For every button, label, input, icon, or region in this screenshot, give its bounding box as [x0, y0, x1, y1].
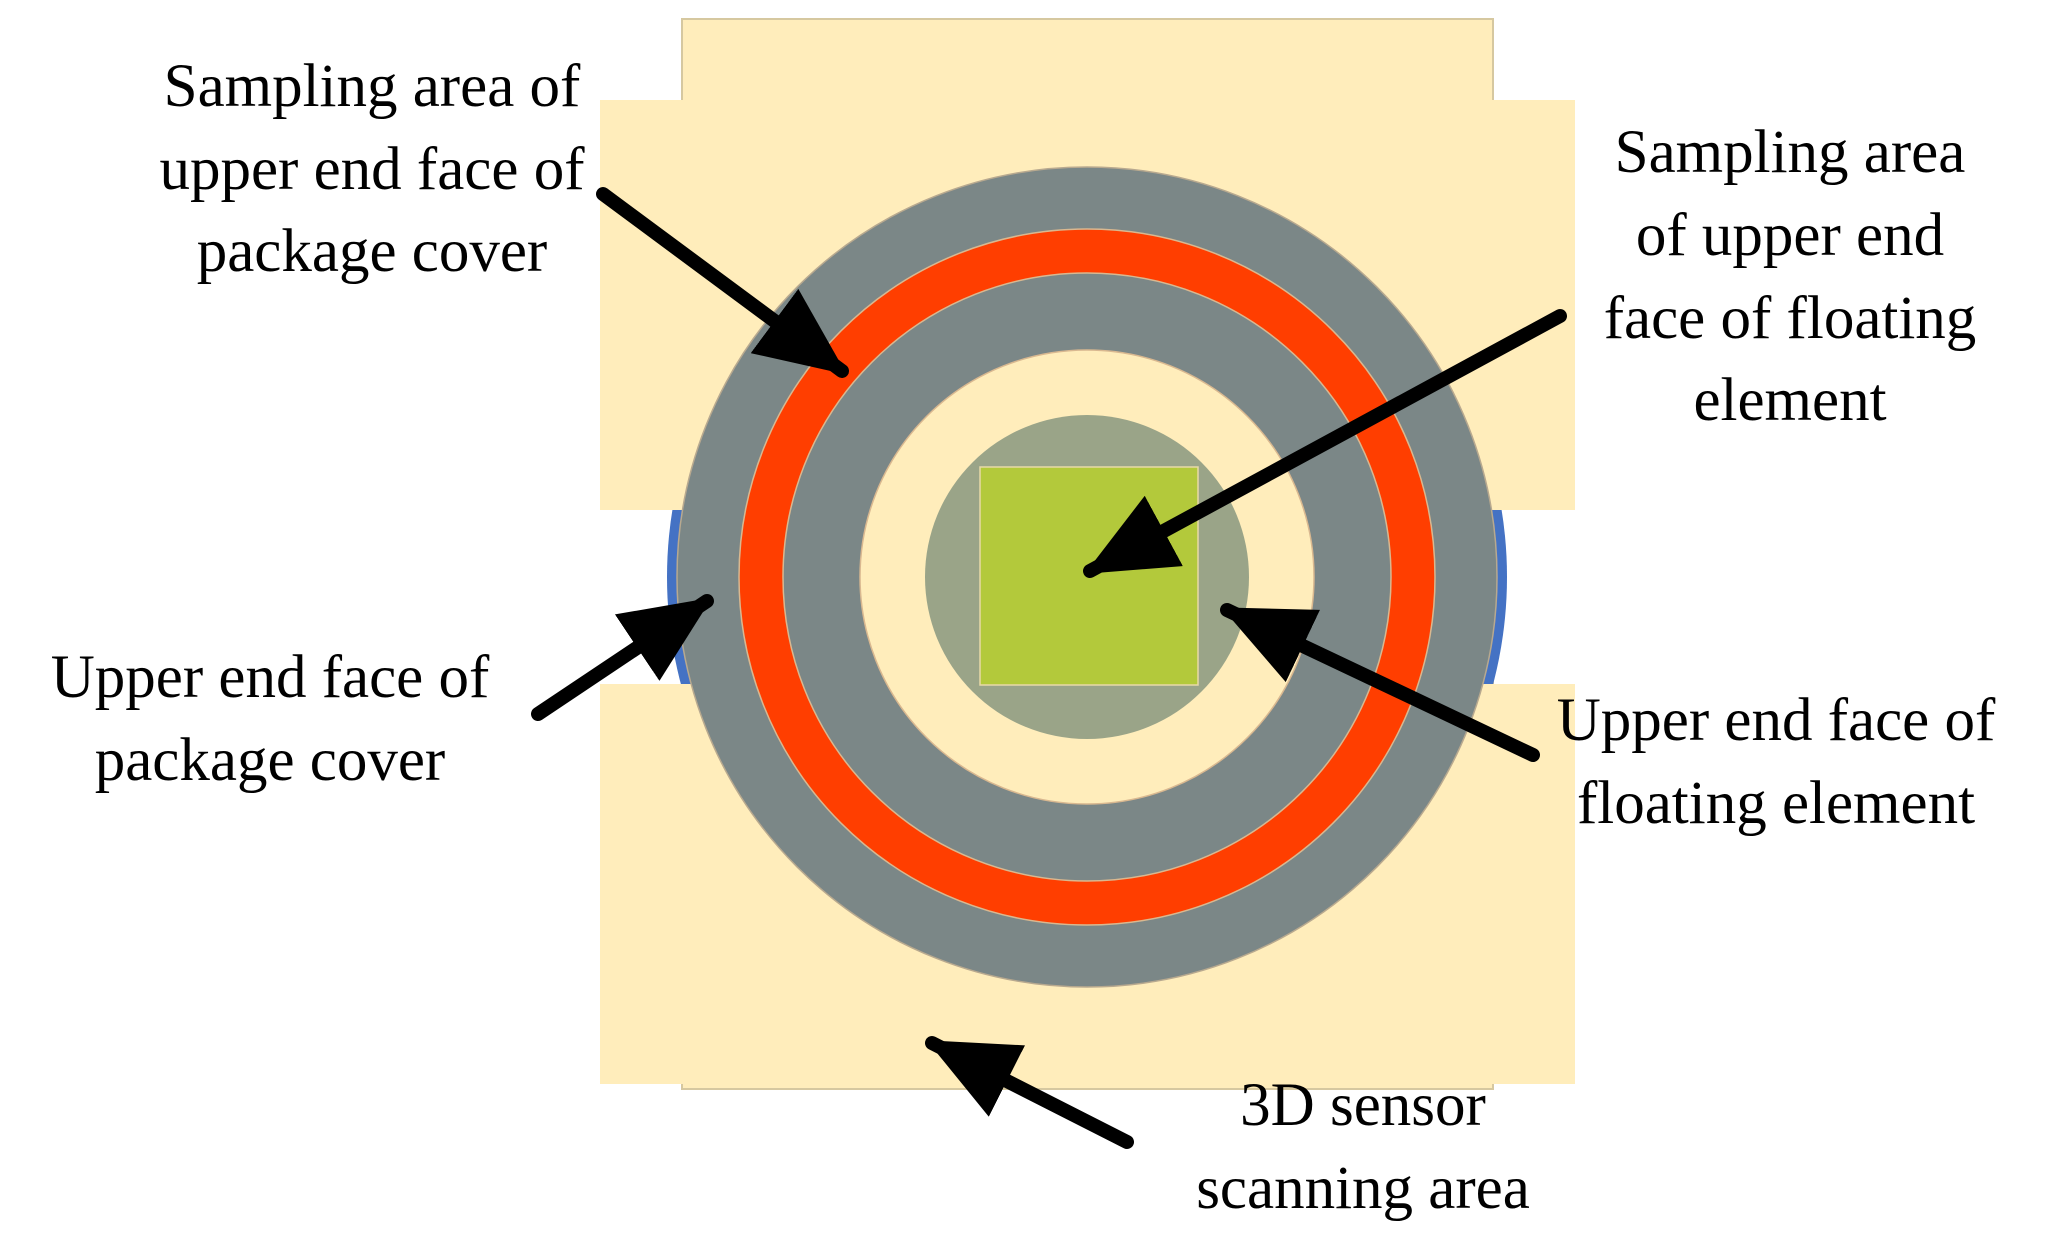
label-line: package cover	[95, 727, 446, 794]
label-line: Sampling area of	[164, 53, 581, 120]
label-upper-end-face-floating-element: Upper end face of floating element	[1557, 687, 1996, 837]
label-line: upper end face of	[159, 136, 585, 203]
arrow-package-cover-face	[531, 594, 714, 721]
label-line: of upper end	[1636, 202, 1944, 269]
label-line: Upper end face of	[1557, 687, 1996, 754]
arrow-sampling-package-cover	[596, 187, 849, 378]
arrow-sampling-floating-element	[1083, 309, 1567, 578]
label-upper-end-face-package-cover: Upper end face of package cover	[51, 644, 490, 794]
label-scanning-area: 3D sensor scanning area	[1196, 1072, 1530, 1222]
label-sampling-area-floating-element: Sampling area of upper end face of float…	[1604, 119, 1977, 434]
label-line: scanning area	[1196, 1155, 1530, 1222]
label-line: Sampling area	[1615, 119, 1966, 186]
label-line: element	[1693, 367, 1886, 434]
label-sampling-area-package-cover: Sampling area of upper end face of packa…	[159, 53, 585, 285]
label-line: package cover	[197, 218, 548, 285]
arrow-floating-element-face	[1220, 603, 1540, 762]
arrow-scanning-area	[925, 1036, 1134, 1149]
label-line: 3D sensor	[1240, 1072, 1486, 1139]
label-line: face of floating	[1604, 285, 1977, 352]
label-line: Upper end face of	[51, 644, 490, 711]
arrows	[531, 187, 1567, 1149]
label-line: floating element	[1577, 770, 1975, 837]
